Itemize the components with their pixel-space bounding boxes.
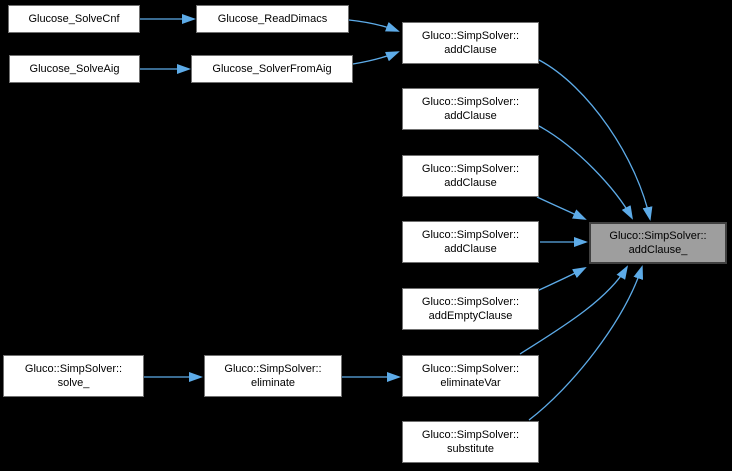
node-addclause-overload-2[interactable]: Gluco::SimpSolver:: addClause (402, 88, 539, 130)
node-label: Gluco::SimpSolver:: (24, 363, 123, 375)
node-label: eliminate (250, 377, 296, 389)
node-label: addClause (444, 44, 497, 56)
edge-eliminatevar-to-addclause_ (519, 265, 629, 355)
node-label: addClause (444, 243, 497, 255)
edge-addemptyclause-to-addclause_ (536, 267, 587, 292)
edge-solverfromaig-to-addclause (352, 51, 400, 65)
node-label: Gluco::SimpSolver:: (609, 230, 707, 242)
node-label: solve_ (57, 377, 90, 389)
node-addclause-overload-4[interactable]: Gluco::SimpSolver:: addClause (402, 221, 539, 263)
node-label: Gluco::SimpSolver:: (421, 229, 520, 241)
node-label: addClause_ (628, 244, 688, 256)
edge-readdimacs-to-addclause (348, 19, 400, 32)
node-glucose-solverfromaig[interactable]: Glucose_SolverFromAig (191, 55, 353, 83)
node-addclause-overload-1[interactable]: Gluco::SimpSolver:: addClause (402, 22, 539, 64)
node-solve-underscore[interactable]: Gluco::SimpSolver:: solve_ (3, 355, 144, 397)
node-label: Gluco::SimpSolver:: (421, 96, 520, 108)
node-substitute[interactable]: Gluco::SimpSolver:: substitute (402, 421, 539, 463)
node-addclause-overload-3[interactable]: Gluco::SimpSolver:: addClause (402, 155, 539, 197)
node-label: substitute (446, 443, 495, 455)
node-label: addClause (444, 177, 497, 189)
edge-substitute-to-addclause_ (528, 265, 644, 421)
node-label: Gluco::SimpSolver:: (224, 363, 322, 375)
node-label: eliminateVar (440, 377, 501, 389)
node-glucose-solveaig[interactable]: Glucose_SolveAig (9, 55, 140, 83)
node-label: Gluco::SimpSolver:: (421, 363, 520, 375)
node-label: Glucose_ReadDimacs (217, 13, 328, 25)
node-label: Gluco::SimpSolver:: (421, 30, 520, 42)
node-label: Gluco::SimpSolver:: (421, 429, 520, 441)
node-label: Gluco::SimpSolver:: (421, 163, 520, 175)
node-label: addClause (444, 110, 497, 122)
node-label: Gluco::SimpSolver:: (421, 296, 520, 308)
node-label: addEmptyClause (428, 310, 513, 322)
node-glucose-solvecnf[interactable]: Glucose_SolveCnf (8, 5, 140, 33)
node-label: Glucose_SolverFromAig (212, 63, 332, 75)
node-addclause-underscore-highlighted: Gluco::SimpSolver:: addClause_ (589, 222, 727, 264)
node-addemptyclause[interactable]: Gluco::SimpSolver:: addEmptyClause (402, 288, 539, 330)
edge-addclause1-to-addclause_ (538, 59, 653, 221)
node-eliminate[interactable]: Gluco::SimpSolver:: eliminate (204, 355, 342, 397)
node-label: Glucose_SolveAig (29, 63, 120, 75)
node-glucose-readdimacs[interactable]: Glucose_ReadDimacs (196, 5, 349, 33)
node-label: Glucose_SolveCnf (28, 13, 120, 25)
node-eliminatevar[interactable]: Gluco::SimpSolver:: eliminateVar (402, 355, 539, 397)
edge-addclause3-to-addclause_ (536, 196, 587, 220)
edge-addclause2-to-addclause_ (538, 125, 633, 220)
